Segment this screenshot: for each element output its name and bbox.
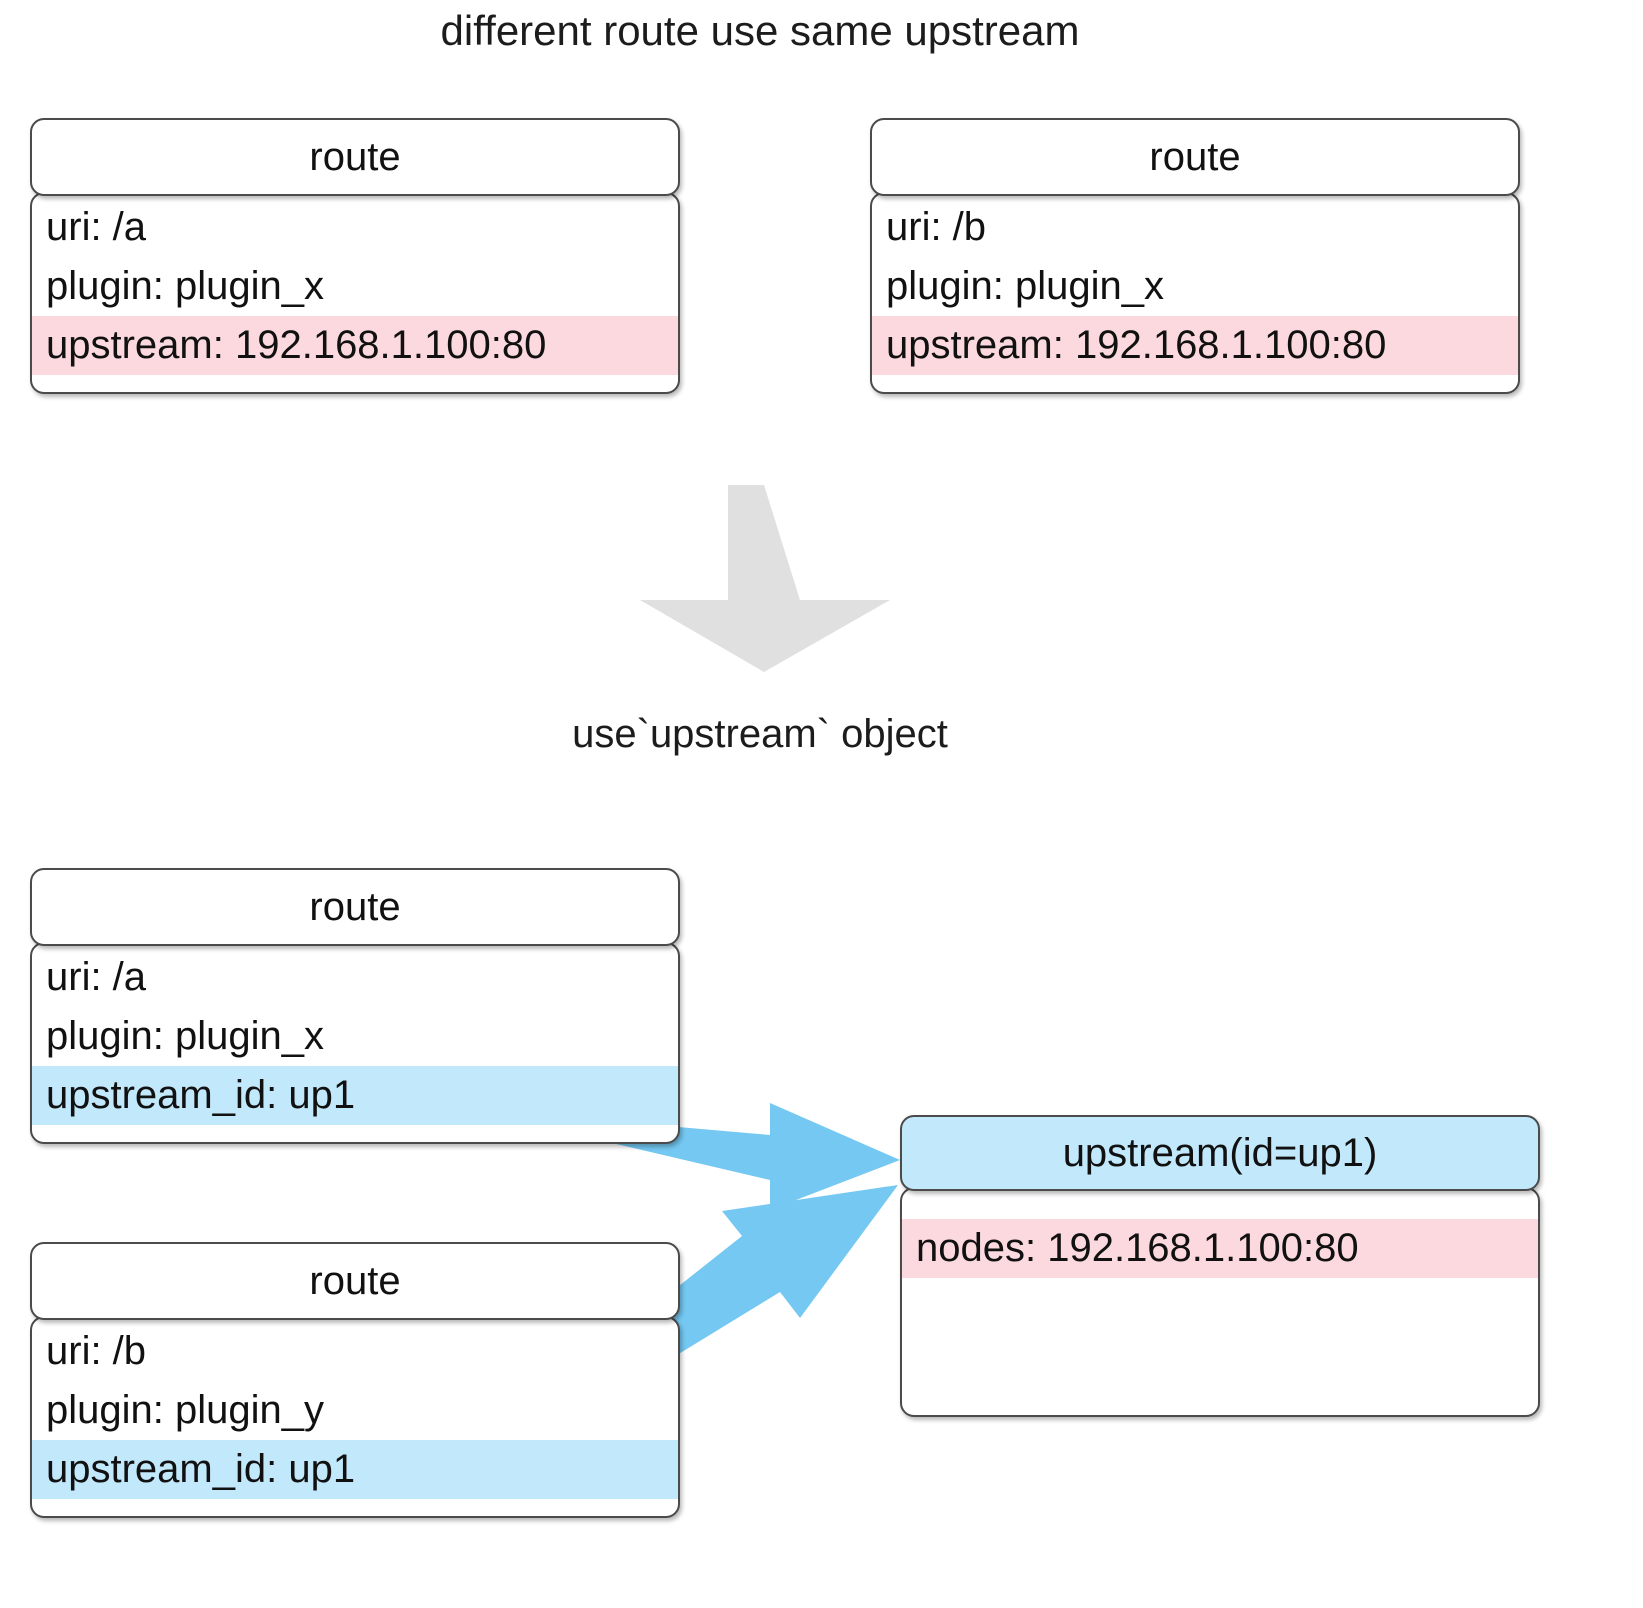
diagram-title: different route use same upstream <box>440 7 1080 54</box>
route-box-header: route <box>30 868 680 946</box>
route-row-plugin: plugin: plugin_x <box>46 1014 324 1058</box>
upstream-box-header: upstream(id=up1) <box>900 1115 1540 1191</box>
route-row-plugin: plugin: plugin_x <box>886 264 1164 308</box>
route-row-upstream-id: upstream_id: up1 <box>32 1066 678 1125</box>
route-row-uri: uri: /a <box>46 205 147 249</box>
route-box-bottom-left-b: route uri: /b plugin: plugin_y upstream_… <box>30 1242 680 1518</box>
route-box-header: route <box>870 118 1520 196</box>
upstream-row-nodes: nodes: 192.168.1.100:80 <box>902 1219 1538 1278</box>
middle-caption: use`upstream` object <box>572 712 948 756</box>
upstream-row-spacer <box>902 1193 1538 1219</box>
route-row-upstream: upstream: 192.168.1.100:80 <box>872 316 1518 375</box>
upstream-box-body: nodes: 192.168.1.100:80 <box>900 1187 1540 1417</box>
down-arrow-icon <box>640 485 890 672</box>
upstream-box: upstream(id=up1) nodes: 192.168.1.100:80 <box>900 1115 1540 1417</box>
route-row-uri: uri: /a <box>46 955 147 999</box>
route-row-plugin: plugin: plugin_x <box>46 264 324 308</box>
route-box-top-left: route uri: /a plugin: plugin_x upstream:… <box>30 118 680 394</box>
route-box-body: uri: /b plugin: plugin_x upstream: 192.1… <box>870 192 1520 394</box>
route-row-plugin: plugin: plugin_y <box>46 1388 324 1432</box>
route-box-header: route <box>30 118 680 196</box>
route-row-upstream-id: upstream_id: up1 <box>32 1440 678 1499</box>
route-box-bottom-left-a: route uri: /a plugin: plugin_x upstream_… <box>30 868 680 1144</box>
route-row-upstream: upstream: 192.168.1.100:80 <box>32 316 678 375</box>
route-box-body: uri: /a plugin: plugin_x upstream_id: up… <box>30 942 680 1144</box>
route-box-body: uri: /b plugin: plugin_y upstream_id: up… <box>30 1316 680 1518</box>
route-row-uri: uri: /b <box>886 205 987 249</box>
route-row-uri: uri: /b <box>46 1329 147 1373</box>
route-box-header: route <box>30 1242 680 1320</box>
route-box-top-right: route uri: /b plugin: plugin_x upstream:… <box>870 118 1520 394</box>
route-box-body: uri: /a plugin: plugin_x upstream: 192.1… <box>30 192 680 394</box>
